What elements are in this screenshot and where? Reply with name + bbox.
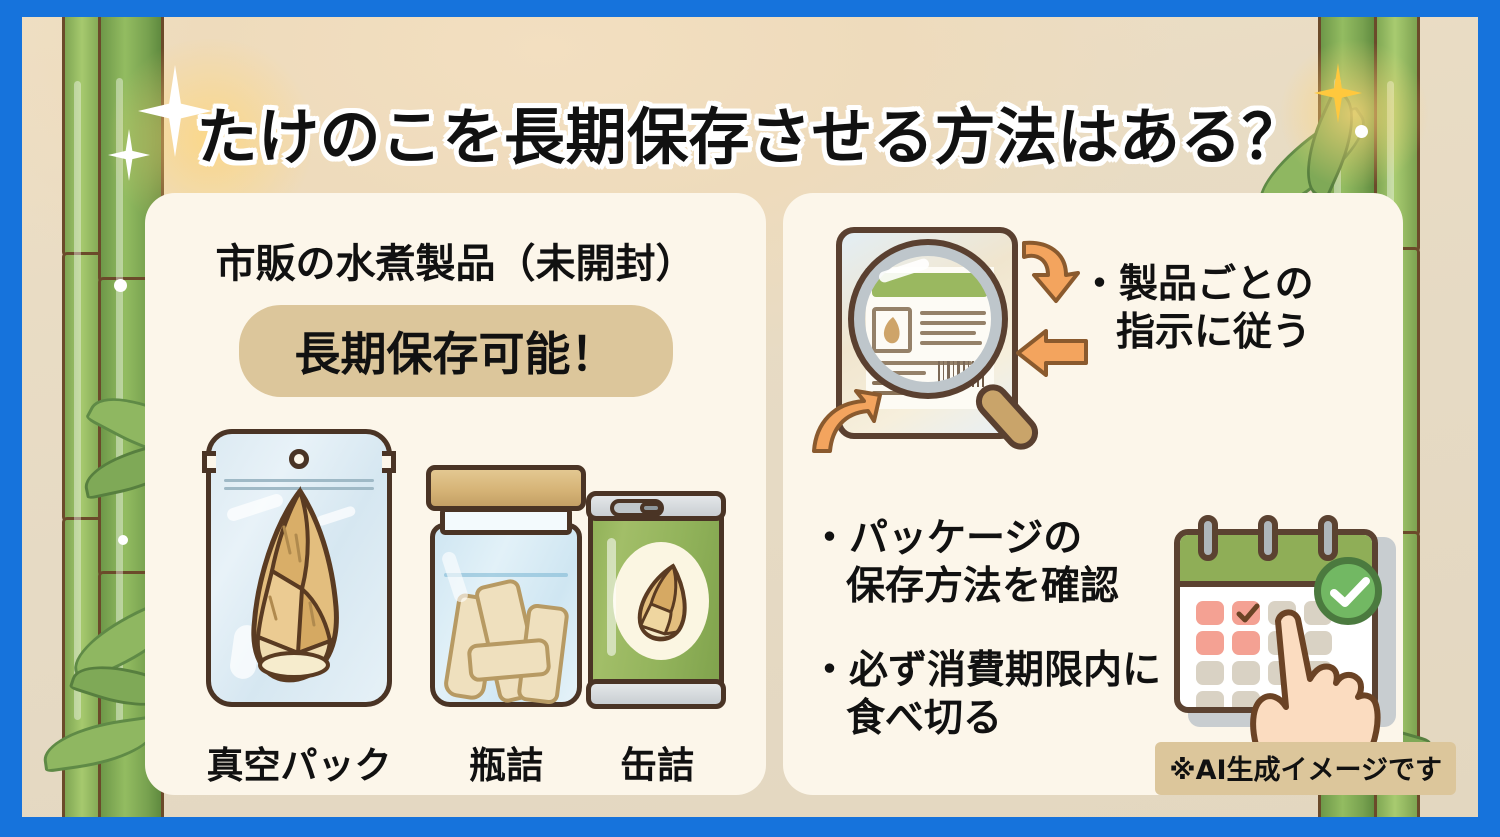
bamboo-shoot-icon — [251, 486, 339, 683]
bullet-item-3: ・必ず消費期限内に 食べ切る — [810, 647, 1161, 744]
bullet-line-2: 食べ切る — [846, 696, 1003, 742]
calendar-ring — [1258, 515, 1278, 561]
arrow-up-right-icon — [812, 389, 882, 453]
bullet-marker: ・ — [1080, 262, 1120, 307]
bullet-line-1: 製品ごとの — [1119, 262, 1314, 307]
arrow-left-icon — [1016, 329, 1088, 377]
check-mark-icon — [1236, 603, 1260, 623]
bullet-line-2: 指示に従う — [1116, 310, 1312, 356]
page-title: たけのこを長期保存させる方法はある？ — [196, 102, 1304, 173]
calendar-with-hand-illustration — [1174, 515, 1396, 793]
product-label-can: 缶詰 — [620, 744, 694, 787]
bullet-item-2: ・パッケージの 保存方法を確認 — [810, 515, 1119, 612]
badge-wrapper: 長期保存可能！ — [145, 17, 766, 397]
background-canvas: たけのこを長期保存させる方法はある？ 市販の水煮製品（未開封） 長期保存可能！ — [22, 17, 1478, 817]
bullet-line-1: パッケージの — [849, 516, 1083, 561]
bullet-item-1: ・製品ごとの 指示に従う — [1080, 261, 1314, 358]
jar-illustration — [426, 465, 586, 707]
magnifier-on-package-illustration — [812, 219, 1088, 457]
bullet-line-2: 保存方法を確認 — [846, 564, 1120, 610]
bullet-line-1: 必ず消費期限内に — [849, 648, 1162, 693]
arrow-down-icon — [1022, 240, 1080, 303]
product-label-vacuum-pack: 真空パック — [206, 744, 392, 787]
left-panel-lead: 市販の水煮製品（未開封） — [215, 241, 696, 287]
calendar-ring — [1318, 515, 1338, 561]
sparkle-dot — [118, 535, 128, 545]
check-circle-icon — [1314, 557, 1382, 625]
vacuum-pack-illustration — [202, 429, 396, 707]
sparkle-glow — [1274, 39, 1434, 189]
bamboo-shoot-icon — [637, 563, 687, 642]
sparkle-dot — [1355, 125, 1368, 138]
can-illustration — [586, 491, 726, 709]
calendar-ring — [1198, 515, 1218, 561]
sparkle-dot — [114, 279, 127, 292]
bullet-marker: ・ — [810, 516, 850, 561]
status-badge: 長期保存可能！ — [238, 305, 673, 397]
bullet-marker: ・ — [810, 648, 850, 693]
product-label-jar: 瓶詰 — [469, 744, 543, 787]
ai-image-disclaimer: ※AI生成イメージです — [1155, 742, 1456, 795]
